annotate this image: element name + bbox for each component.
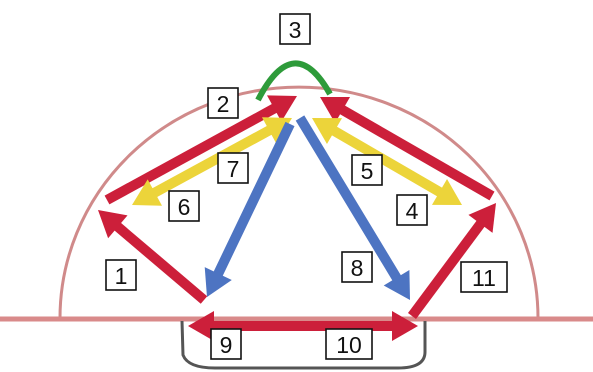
arrow-9-10-red-tail-head [188,311,214,341]
label-2-text: 2 [217,91,230,117]
arrows-layer [98,63,496,341]
label-8: 8 [342,252,372,282]
label-7: 7 [218,153,248,183]
label-9: 9 [211,329,241,359]
label-11: 11 [461,262,507,292]
label-6: 6 [169,191,199,221]
label-3-text: 3 [289,17,302,43]
label-4-text: 4 [406,198,419,224]
label-8-text: 8 [351,255,364,281]
label-10-text: 10 [336,332,362,358]
label-7-text: 7 [227,156,240,182]
label-3: 3 [280,14,310,44]
label-4: 4 [397,195,427,225]
arc-3-green [258,63,330,100]
label-5-text: 5 [361,158,374,184]
label-6-text: 6 [178,194,191,220]
label-11-text: 11 [472,265,496,291]
label-1-text: 1 [115,263,128,289]
label-1: 1 [106,260,136,290]
label-9-text: 9 [220,332,233,358]
label-10: 10 [326,329,372,359]
arrow-blue-left-shaft [217,124,290,277]
arrow-blue-left [205,124,290,297]
label-2: 2 [208,88,238,118]
label-5: 5 [352,155,382,185]
